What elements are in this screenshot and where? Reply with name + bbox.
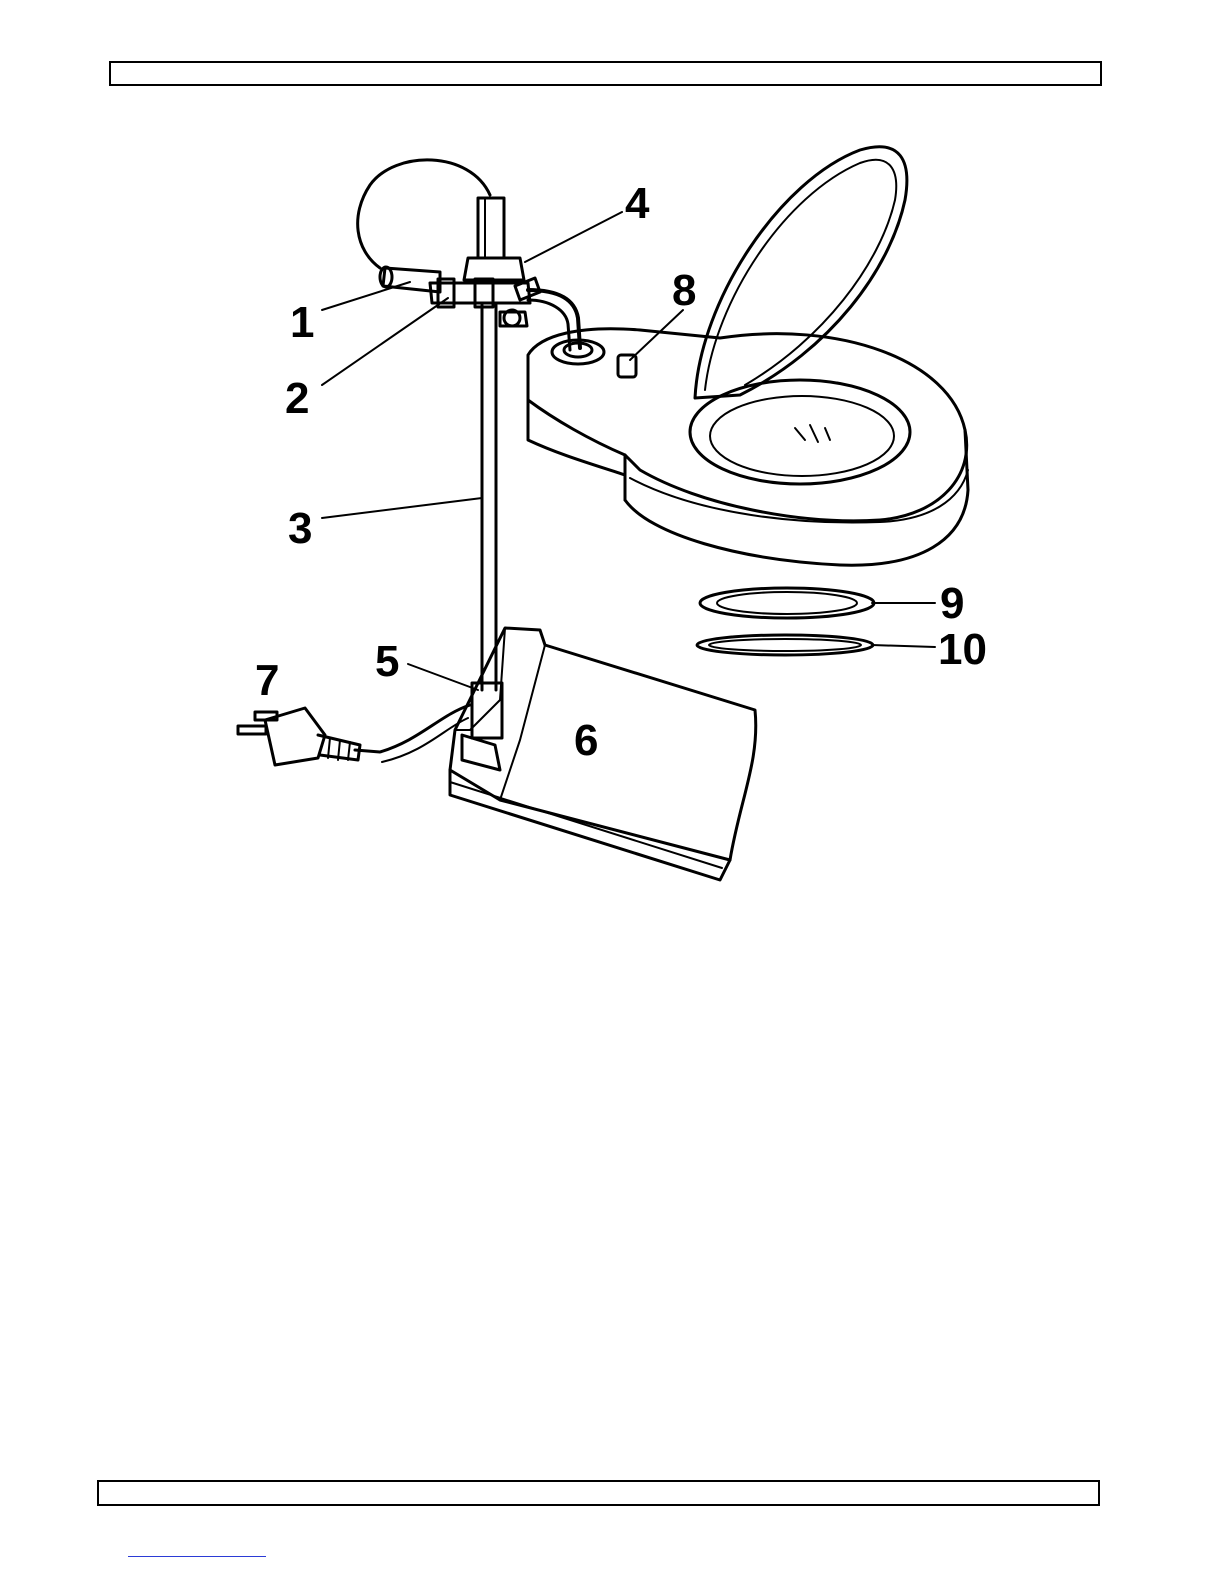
callout-6: 6 [574,716,598,765]
lamp-head-side [528,400,968,565]
callout-10: 10 [938,625,987,674]
cable-loop [358,160,490,268]
pole-socket [472,683,502,738]
callout-7: 7 [255,656,279,705]
leader-1 [322,282,410,310]
plug-body [265,708,325,765]
magnifier-lamp-figure: 1 2 3 4 5 6 7 8 9 10 [0,0,1225,1000]
callout-5: 5 [375,637,399,686]
power-switch [618,355,636,377]
callout-8: 8 [672,266,696,315]
callout-3: 3 [288,504,312,553]
clamp-top [478,198,504,258]
leader-10 [872,645,935,647]
lens-cover [695,147,907,398]
callout-1: 1 [290,298,314,347]
footer-rule [128,1556,266,1557]
footer-frame [97,1480,1100,1506]
leader-2 [322,298,448,385]
callout-9: 9 [940,579,964,628]
leader-4 [525,212,622,262]
leader-3 [322,498,482,518]
callout-2: 2 [285,374,309,423]
plug-prong-1 [238,726,266,734]
callout-4: 4 [625,179,650,228]
lamp-head-top [528,329,967,521]
leader-5 [408,664,478,690]
